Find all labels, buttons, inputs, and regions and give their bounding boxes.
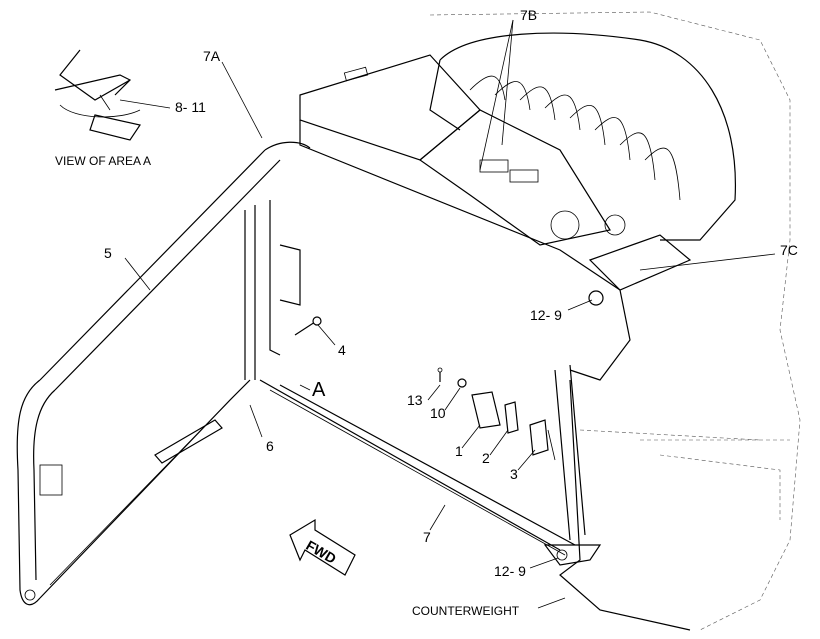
inset-view-area-a — [54, 49, 141, 141]
callout-A: A — [312, 379, 326, 401]
callout-12-9-bottom: 12- 9 — [494, 563, 526, 579]
callout-labels: 7A 7B 7C 8- 11 VIEW OF AREA A 5 4 12- 9 … — [55, 7, 798, 618]
callout-1: 1 — [455, 443, 463, 459]
bolt-4 — [294, 316, 322, 336]
hood-vents — [469, 75, 681, 201]
callout-8-11: 8- 11 — [175, 99, 206, 115]
washer-12-9-top — [588, 290, 604, 306]
callout-5: 5 — [104, 245, 112, 261]
callout-4: 4 — [338, 342, 346, 358]
callout-7A: 7A — [203, 48, 221, 64]
callout-2: 2 — [482, 450, 490, 466]
view-of-area-a-label: VIEW OF AREA A — [55, 154, 151, 168]
callout-6: 6 — [266, 438, 274, 454]
frame-assembly — [39, 141, 602, 566]
callout-7C: 7C — [780, 242, 798, 258]
fwd-arrow-icon: FWD — [289, 518, 356, 576]
leader-lines — [119, 19, 776, 609]
machine-body — [299, 11, 801, 631]
counterweight-label: COUNTERWEIGHT — [412, 604, 520, 618]
callout-7: 7 — [423, 529, 431, 545]
callout-10: 10 — [430, 405, 446, 421]
callout-13: 13 — [407, 392, 423, 408]
small-parts — [437, 367, 556, 461]
door-panel — [16, 379, 251, 606]
callout-12-9-top: 12- 9 — [530, 307, 562, 323]
callout-3: 3 — [510, 466, 518, 482]
callout-7B: 7B — [520, 7, 537, 23]
